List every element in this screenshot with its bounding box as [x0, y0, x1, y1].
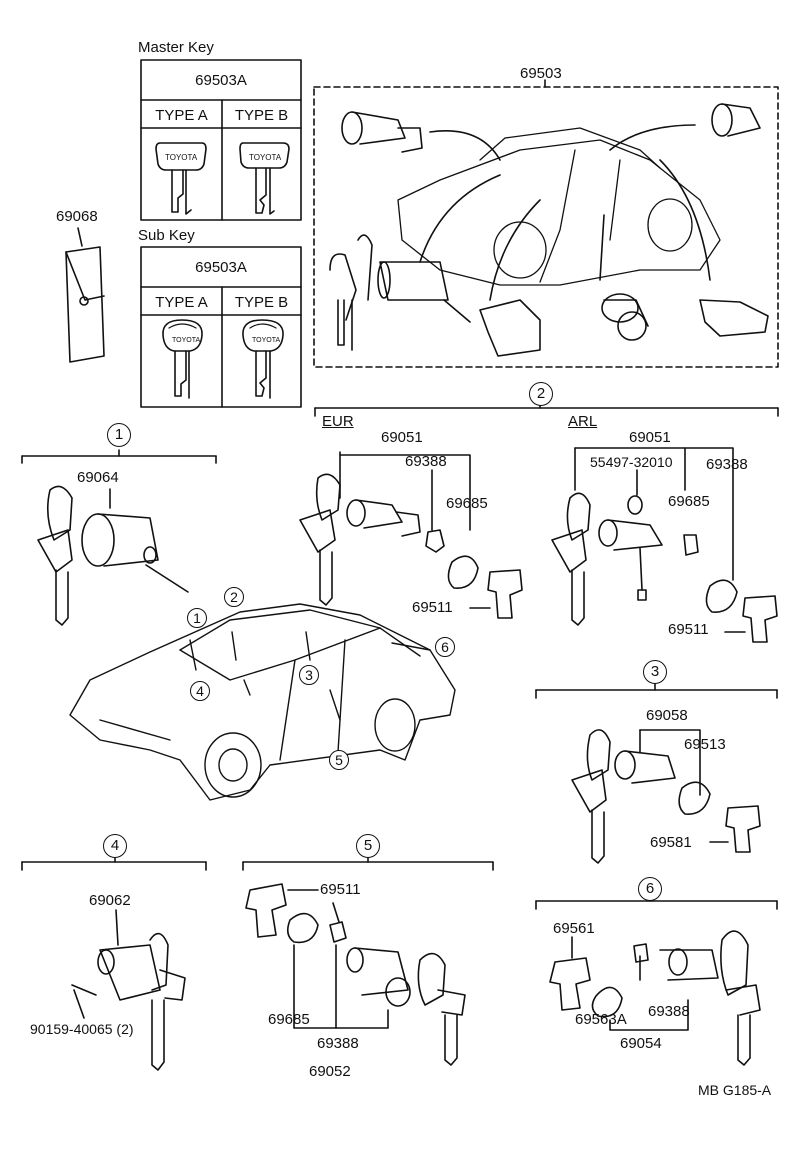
door-lock-set-front	[549, 930, 761, 1066]
section-2-marker: 2	[529, 382, 553, 406]
part-69513: 69513	[684, 736, 726, 753]
arl-part-69388: 69388	[706, 456, 748, 473]
lock-set-69503-frame	[313, 86, 779, 368]
car-callout-5: 5	[329, 750, 349, 770]
section-4-marker: 4	[103, 834, 127, 858]
sub-key-part-number: 69503A	[195, 259, 247, 276]
master-key-brand-a: TOYOTA	[165, 153, 198, 162]
part-69064: 69064	[77, 469, 119, 486]
lock-set-car-sketch	[397, 127, 721, 286]
master-key-part-number: 69503A	[195, 72, 247, 89]
door-part-69052: 69052	[309, 1063, 351, 1080]
front-door-part-69563a: 69563A	[575, 1011, 627, 1028]
arl-lock-set	[551, 447, 778, 643]
eur-part-69685: 69685	[446, 495, 488, 512]
eur-part-69388: 69388	[405, 453, 447, 470]
arl-part-69051: 69051	[629, 429, 671, 446]
drawing-code: MB G185-A	[698, 1082, 772, 1098]
lock-set-cylinders	[329, 103, 769, 357]
eur-part-69051: 69051	[381, 429, 423, 446]
ignition-lock-69064	[37, 485, 189, 626]
door-part-69685: 69685	[268, 1011, 310, 1028]
part-69062: 69062	[89, 892, 131, 909]
front-door-part-69561: 69561	[553, 920, 595, 937]
sub-key-brand-a: TOYOTA	[172, 337, 201, 344]
part-90159-40065: 90159-40065 (2)	[30, 1021, 134, 1037]
eur-heading: EUR	[322, 413, 354, 430]
arl-part-69685: 69685	[668, 493, 710, 510]
section-6-marker: 6	[638, 877, 662, 901]
car-callout-2: 2	[224, 587, 244, 607]
arl-heading: ARL	[568, 413, 598, 430]
part-69503: 69503	[520, 65, 562, 82]
car-callout-4: 4	[190, 681, 210, 701]
door-part-69511: 69511	[320, 881, 361, 898]
eur-lock-set	[299, 451, 523, 619]
master-key-heading: Master Key	[138, 39, 214, 56]
master-key-type-b	[239, 142, 290, 215]
sub-key-table	[140, 246, 302, 408]
part-69581: 69581	[650, 834, 692, 851]
master-key-type-b-label: TYPE B	[234, 107, 289, 124]
master-key-brand-b: TOYOTA	[249, 153, 282, 162]
trunk-lock-set	[571, 729, 761, 864]
front-door-part-69388: 69388	[648, 1003, 690, 1020]
lock-set-arrows	[419, 124, 711, 301]
part-69068: 69068	[56, 208, 98, 225]
key-plate-69068	[65, 227, 105, 363]
sub-key-type-b	[242, 319, 284, 399]
door-lock-set-rear	[245, 883, 466, 1066]
car-callout-1: 1	[187, 608, 207, 628]
sub-key-type-a	[162, 319, 203, 399]
section-5-marker: 5	[356, 834, 380, 858]
part-69058: 69058	[646, 707, 688, 724]
master-key-table	[140, 59, 302, 221]
eur-part-69511: 69511	[412, 599, 453, 616]
vehicle-overview-car	[69, 603, 456, 801]
front-door-part-69054: 69054	[620, 1035, 662, 1052]
arl-part-69511: 69511	[668, 621, 709, 638]
door-part-69388: 69388	[317, 1035, 359, 1052]
section-3-marker: 3	[643, 660, 667, 684]
glove-box-lock-69062	[71, 932, 186, 1071]
master-key-type-a	[155, 142, 207, 215]
sub-key-type-a-label: TYPE A	[155, 294, 208, 311]
arl-part-55497-32010: 55497-32010	[590, 454, 673, 470]
car-callout-6: 6	[435, 637, 455, 657]
section-1-marker: 1	[107, 423, 131, 447]
sub-key-heading: Sub Key	[138, 227, 195, 244]
car-callout-3: 3	[299, 665, 319, 685]
sub-key-type-b-label: TYPE B	[234, 294, 289, 311]
master-key-type-a-label: TYPE A	[155, 107, 208, 124]
sub-key-brand-b: TOYOTA	[252, 337, 281, 344]
